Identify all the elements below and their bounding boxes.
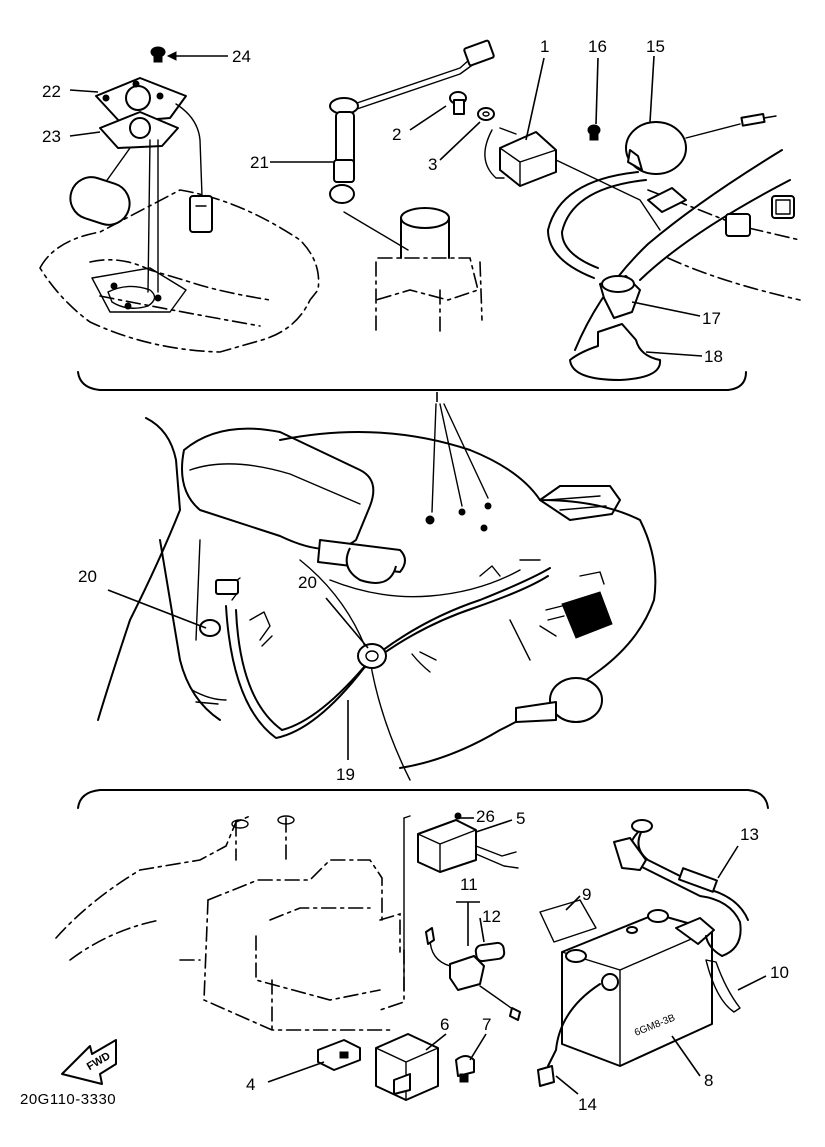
regulator-block bbox=[545, 591, 613, 639]
battery-cables bbox=[537, 819, 749, 1087]
callout-24: 24 bbox=[232, 47, 251, 66]
wire-harness bbox=[191, 403, 605, 739]
callout-13: 13 bbox=[740, 825, 759, 844]
callout-1: 1 bbox=[540, 37, 549, 56]
fuse-holder bbox=[425, 927, 521, 1021]
callout-26: 26 bbox=[476, 807, 495, 826]
callout-20-right: 20 bbox=[298, 573, 317, 592]
tank-filler-neck bbox=[375, 207, 483, 337]
screw-icon bbox=[150, 46, 166, 63]
callout-14: 14 bbox=[578, 1095, 597, 1114]
frame-section bbox=[547, 149, 801, 351]
fuse-icon bbox=[455, 1055, 475, 1083]
leader-lines-bottom bbox=[267, 817, 767, 1095]
callout-9: 9 bbox=[582, 885, 591, 904]
callout-23: 23 bbox=[42, 127, 61, 146]
callout-12: 12 bbox=[482, 907, 501, 926]
ignition-coil bbox=[625, 112, 777, 175]
callout-20-left: 20 bbox=[78, 567, 97, 586]
battery-box bbox=[55, 815, 411, 1033]
callout-19: 19 bbox=[336, 765, 355, 784]
battery: 6GM8-3B bbox=[539, 899, 715, 1067]
callout-7: 7 bbox=[482, 1015, 491, 1034]
callout-labels: 24 22 23 21 2 3 1 16 15 17 18 20 20 19 2… bbox=[42, 37, 789, 1114]
flasher-relay bbox=[375, 1033, 439, 1101]
callout-6: 6 bbox=[440, 1015, 449, 1034]
spark-plug-cap bbox=[599, 275, 641, 319]
cdi-unit bbox=[484, 127, 661, 231]
bolt-icon bbox=[587, 124, 601, 141]
mounting-bracket bbox=[317, 1039, 361, 1071]
callout-2: 2 bbox=[392, 125, 401, 144]
bolt-icon bbox=[449, 91, 467, 115]
fuel-tank bbox=[39, 189, 320, 353]
scooter-body bbox=[97, 403, 657, 781]
fwd-arrow-icon: FWD bbox=[61, 1039, 117, 1085]
callout-4: 4 bbox=[246, 1075, 255, 1094]
fuel-sender-cover bbox=[95, 77, 187, 123]
leader-lines-top bbox=[69, 51, 703, 357]
washer-icon bbox=[477, 107, 495, 121]
callout-18: 18 bbox=[704, 347, 723, 366]
callout-10: 10 bbox=[770, 963, 789, 982]
diagram-code: 20G110-3330 bbox=[20, 1091, 116, 1108]
top-panel bbox=[39, 39, 801, 402]
fuel-sender-gasket bbox=[99, 111, 179, 149]
callout-11: 11 bbox=[460, 875, 478, 894]
fuel-gauge-unit bbox=[329, 39, 495, 251]
starter-relay bbox=[417, 812, 519, 873]
callout-3: 3 bbox=[428, 155, 437, 174]
callout-22: 22 bbox=[42, 82, 61, 101]
bottom-panel: 6GM8-3B FWD bbox=[55, 789, 769, 1101]
callout-16: 16 bbox=[588, 37, 607, 56]
callout-17: 17 bbox=[702, 309, 721, 328]
callout-5: 5 bbox=[516, 809, 525, 828]
rubber-cover bbox=[569, 323, 662, 381]
callout-8: 8 bbox=[704, 1071, 713, 1090]
callout-21: 21 bbox=[250, 153, 269, 172]
fuel-float bbox=[69, 103, 213, 293]
callout-15: 15 bbox=[646, 37, 665, 56]
